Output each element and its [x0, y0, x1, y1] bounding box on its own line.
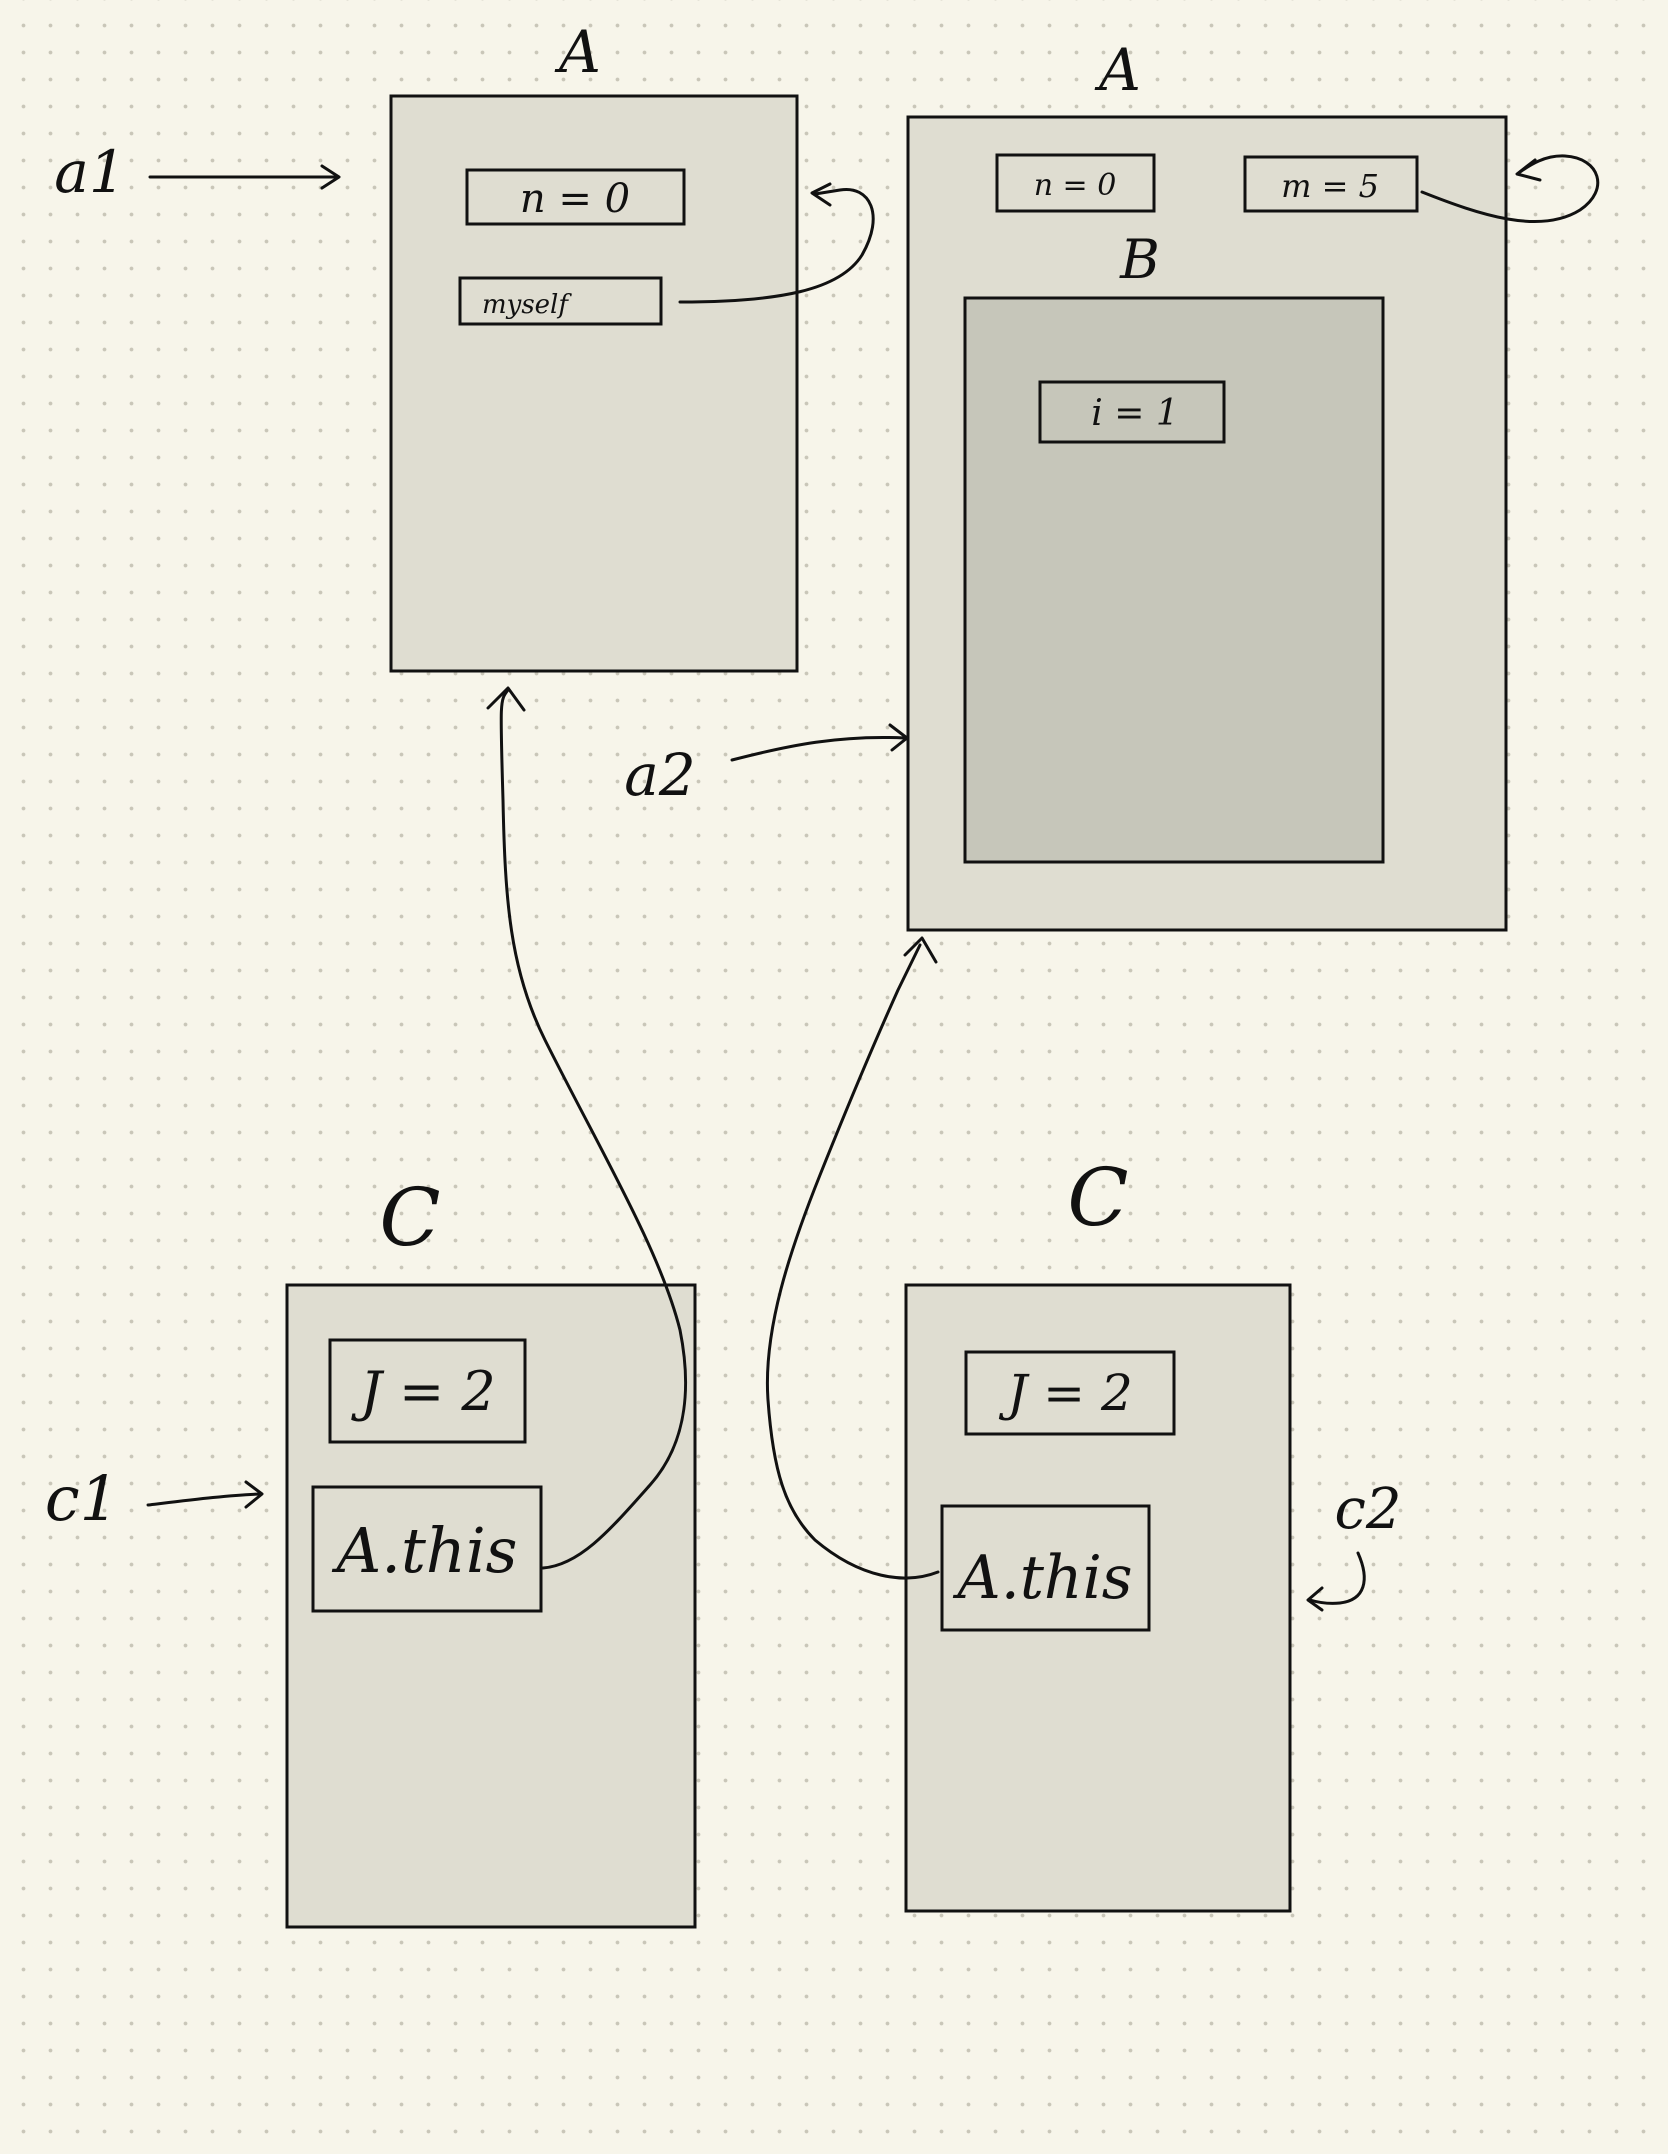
field-box-c1-athis — [311, 1485, 543, 1613]
field-b-i: i = 1 — [1091, 393, 1178, 434]
object-c1-box[interactable] — [285, 1283, 697, 1929]
reference-label-a1: a1 — [54, 138, 125, 206]
field-box-a2-m — [1243, 155, 1419, 213]
class-label-c1-obj: C — [379, 1171, 440, 1264]
field-a2-m: m = 5 — [1281, 167, 1379, 205]
class-label-a1-obj: A — [554, 18, 601, 86]
self-reference-arrowhead-m — [1515, 158, 1542, 182]
self-reference-arrowhead — [810, 182, 832, 207]
field-box-c1-j — [328, 1338, 527, 1444]
reference-arrow-a2 — [730, 735, 907, 762]
reference-arrow-c2 — [1308, 1551, 1366, 1605]
field-box-c2-j — [964, 1350, 1176, 1436]
reference-label-c1: c1 — [45, 1462, 119, 1535]
field-box-a1-n — [465, 168, 686, 226]
field-c2-athis: A.this — [952, 1543, 1132, 1613]
field-a1-n: n = 0 — [520, 176, 630, 222]
field-c1-j: J = 2 — [350, 1360, 496, 1423]
field-c1-athis: A.this — [332, 1514, 518, 1587]
reference-arrow-c1 — [146, 1492, 262, 1507]
field-box-c2-athis — [940, 1504, 1151, 1632]
object-c2-box[interactable] — [904, 1283, 1292, 1913]
field-c2-j: J = 2 — [998, 1364, 1133, 1422]
reference-arrowhead-a1 — [320, 164, 341, 190]
object-b-box[interactable] — [963, 296, 1385, 864]
field-a2-n: n = 0 — [1034, 168, 1117, 203]
object-a1-box[interactable] — [389, 94, 799, 673]
reference-arrowhead-a2 — [888, 723, 909, 752]
field-a1-myself: myself — [482, 290, 572, 320]
field-box-b-i — [1038, 380, 1226, 444]
self-reference-arrow-m — [1420, 154, 1600, 223]
self-reference-arrow-myself — [678, 187, 875, 304]
reference-arrowhead-c1 — [244, 1480, 264, 1509]
outer-instance-arrowhead-c1 — [486, 686, 526, 712]
class-label-b-obj: B — [1119, 228, 1160, 291]
outer-instance-arrowhead-c2 — [903, 936, 938, 964]
reference-arrowhead-c2 — [1306, 1586, 1324, 1612]
field-box-a1-myself — [458, 276, 663, 326]
outer-instance-arrow-c2 — [765, 943, 940, 1580]
outer-instance-arrow-c1 — [499, 688, 688, 1570]
field-box-a2-n — [995, 153, 1156, 213]
class-label-c2-obj: C — [1067, 1151, 1128, 1244]
reference-label-c2: c2 — [1335, 1477, 1402, 1542]
class-label-a2-obj: A — [1094, 36, 1141, 104]
reference-label-a2: a2 — [624, 741, 695, 809]
